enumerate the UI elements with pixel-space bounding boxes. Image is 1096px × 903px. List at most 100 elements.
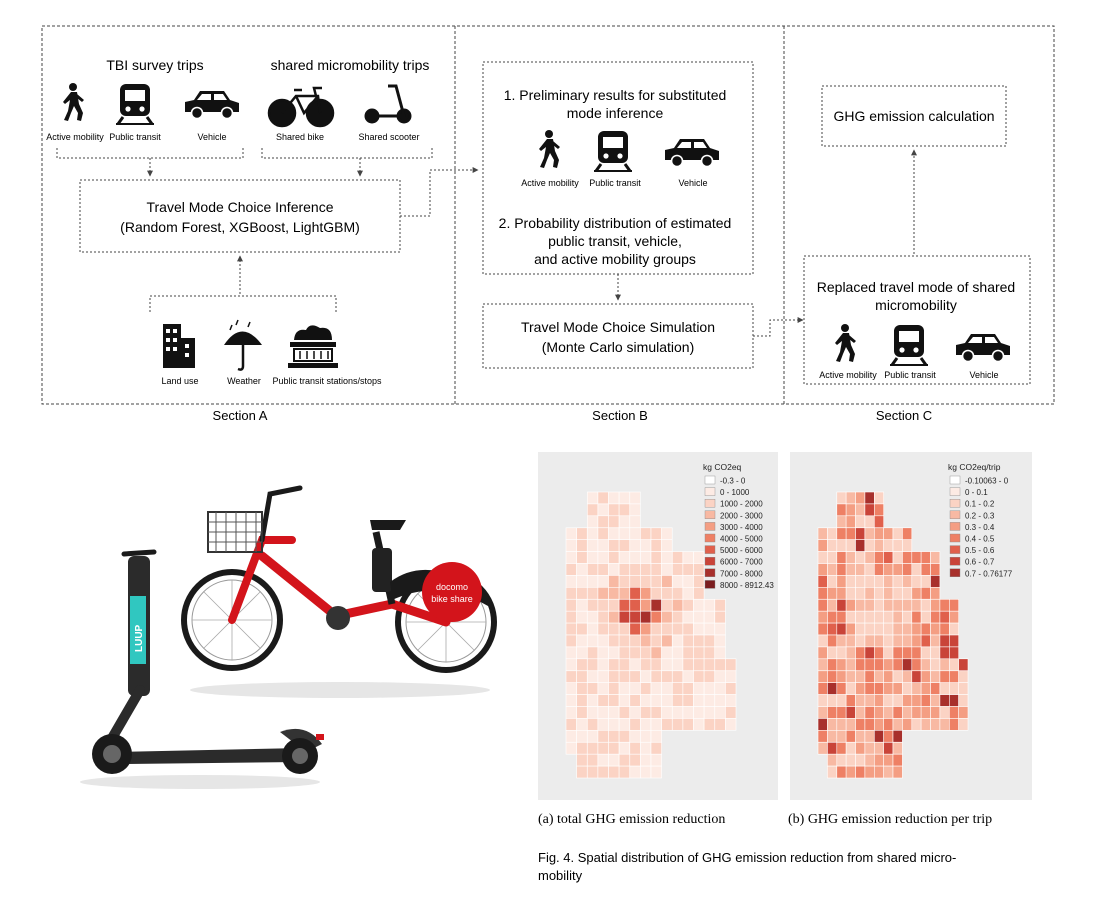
map-tract [855, 658, 866, 671]
map-tract [892, 670, 903, 683]
map-tract [827, 741, 838, 755]
map-tract [864, 551, 875, 564]
map-tract [682, 658, 694, 671]
map-tract [703, 622, 715, 636]
map-tract [855, 670, 866, 683]
map-tract [892, 729, 903, 743]
map-tract [911, 622, 922, 636]
legend-swatch [704, 499, 716, 508]
map-tract [855, 551, 866, 564]
map-tract [855, 729, 866, 743]
map-tract [827, 682, 838, 695]
map-tract [618, 658, 630, 671]
map-tract [586, 634, 599, 648]
map-tract [597, 718, 609, 731]
map-tract [671, 586, 684, 600]
legend-swatch [704, 580, 716, 589]
map-tract [883, 718, 894, 731]
car-icon [664, 138, 720, 168]
map-tract [902, 634, 913, 648]
map-tract [883, 598, 894, 612]
map-tract [682, 563, 694, 576]
map-tract [836, 598, 847, 612]
map-tract [817, 586, 828, 600]
map-tract [725, 658, 737, 671]
map-tract [930, 658, 941, 671]
map-tract [682, 670, 694, 683]
legend-swatch [949, 475, 961, 485]
map-tract [629, 515, 641, 528]
map-tract [608, 515, 620, 528]
map-tract [608, 610, 620, 624]
step1-title: 1. Preliminary results for substituted [504, 87, 727, 103]
map-tract [892, 610, 903, 624]
map-tract [576, 706, 588, 719]
map-tract [873, 503, 884, 517]
map-tract [920, 718, 931, 731]
map-tract [608, 575, 620, 588]
map-tract [911, 658, 922, 671]
map-tract [597, 753, 609, 767]
map-tract [661, 527, 673, 540]
map-tract [873, 765, 884, 779]
map-tract [892, 706, 903, 719]
map-tract [618, 729, 630, 743]
legend-label: 0.4 - 0.5 [965, 535, 995, 544]
map-tract [661, 563, 673, 576]
map-tract [958, 694, 969, 707]
legend-label: 0.5 - 0.6 [965, 546, 995, 555]
map-tract [864, 658, 875, 671]
map-tract [618, 515, 630, 528]
map-tract [845, 563, 856, 576]
map-tract [855, 706, 866, 719]
map-tract [939, 694, 950, 707]
legend-swatch [949, 487, 961, 496]
map-tract [827, 563, 838, 576]
map-tract [902, 718, 913, 731]
map-tract [855, 539, 866, 552]
map-tract [618, 527, 630, 540]
walker-icon [539, 130, 560, 168]
map-tract [586, 503, 599, 517]
map-tract [565, 646, 577, 660]
map-tract [864, 491, 875, 505]
map-tract [864, 646, 875, 660]
map-tract [827, 539, 838, 552]
map-tract [618, 586, 630, 600]
map-tract [883, 670, 894, 683]
map-tract [873, 670, 884, 683]
map-tract [939, 670, 950, 683]
legend-label: 3000 - 4000 [720, 523, 763, 532]
map-tract [586, 658, 599, 671]
map-tract [608, 598, 620, 612]
map-tract [586, 551, 599, 564]
section-c-label: Section C [876, 408, 932, 423]
figure-caption: Fig. 4. Spatial distribution of GHG emis… [538, 850, 956, 865]
inference-models: (Random Forest, XGBoost, LightGBM) [120, 219, 360, 235]
map-tract [845, 551, 856, 564]
map-tract [693, 670, 705, 683]
map-tract [892, 622, 903, 636]
map-tract [693, 682, 705, 695]
simulation-box [482, 303, 754, 369]
map-tract [640, 527, 652, 540]
map-tract [714, 682, 726, 695]
map-tract [883, 527, 894, 540]
step1-subtitle: mode inference [567, 105, 664, 121]
map-tract [864, 563, 875, 576]
map-tract [958, 718, 969, 731]
map-tract [629, 610, 641, 624]
map-tract [817, 682, 828, 695]
map-tract [618, 646, 630, 660]
map-tract [845, 527, 856, 540]
map-tract [817, 622, 828, 636]
map-tract [661, 706, 673, 719]
bike-badge-line2: bike share [431, 594, 473, 604]
map-tract [836, 586, 847, 600]
map-tract [836, 610, 847, 624]
map-tract [671, 598, 684, 612]
legend-swatch [949, 557, 961, 566]
map-tract [608, 682, 620, 695]
replaced-subtitle: micromobility [875, 297, 957, 313]
